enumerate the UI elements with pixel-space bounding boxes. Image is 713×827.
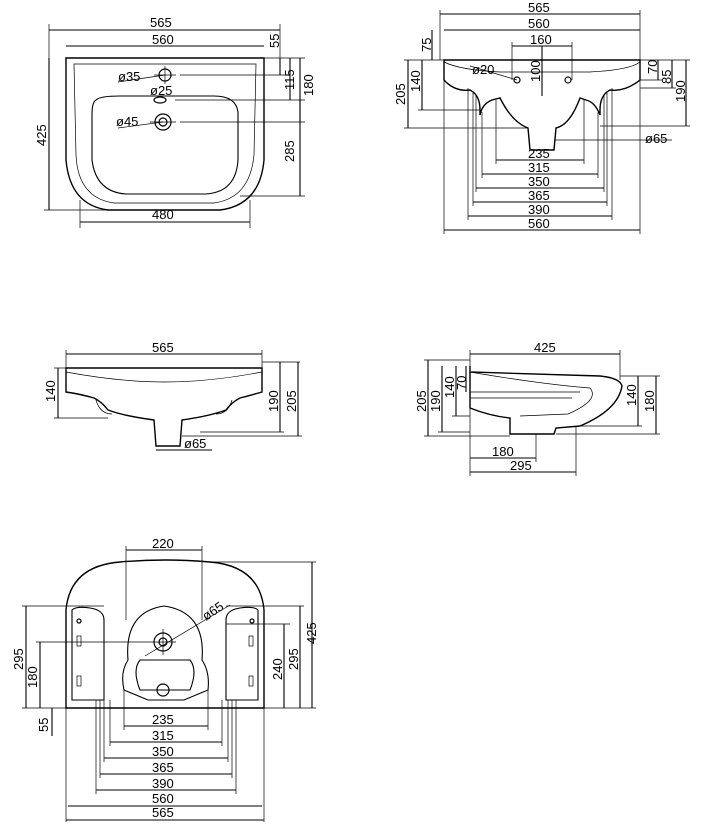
side-view: 425 205 190 140 70 140 180 180 295: [414, 340, 660, 476]
fdim-560b: 560: [528, 216, 550, 231]
sdim-190: 190: [428, 390, 443, 412]
fdim-560: 560: [528, 16, 550, 31]
dim-55: 55: [267, 34, 282, 48]
bottom-view: 220 ø65 295 180 55 240 295 425 235 315: [11, 536, 319, 822]
fdim-365: 365: [528, 188, 550, 203]
sdim-295: 295: [510, 458, 532, 473]
btm-235: 235: [152, 712, 174, 727]
bdim-205: 205: [284, 390, 299, 412]
sdim-70: 70: [454, 376, 469, 390]
dim-115: 115: [282, 69, 297, 90]
bdim-190: 190: [266, 390, 281, 412]
dim-180: 180: [301, 74, 316, 96]
bdim-565: 565: [152, 340, 174, 355]
fdim-85: 85: [659, 70, 674, 84]
top-view: 565 560 425 55 115 180 285 480 ø35 ø25 ø…: [34, 15, 316, 228]
fdim-160: 160: [530, 32, 552, 47]
bdim-dia65: ø65: [184, 436, 206, 451]
btm-295r: 295: [286, 648, 301, 670]
dim-425: 425: [34, 124, 49, 146]
dia-45: ø45: [116, 114, 138, 129]
fdim-565: 565: [528, 0, 550, 15]
btm-565: 565: [152, 805, 174, 820]
sdim-180r: 180: [642, 390, 657, 412]
btm-350: 350: [152, 744, 174, 759]
bdim-140: 140: [43, 380, 58, 402]
sdim-205: 205: [414, 390, 429, 412]
btm-dia65: ø65: [199, 599, 226, 624]
back-view: 565 140 190 205 ø65: [43, 340, 302, 451]
sdim-180: 180: [492, 444, 514, 459]
btm-390: 390: [152, 776, 174, 791]
dia-35: ø35: [118, 69, 140, 84]
btm-55: 55: [36, 718, 51, 732]
fdim-390: 390: [528, 202, 550, 217]
fdim-190: 190: [673, 80, 688, 102]
btm-295: 295: [11, 648, 26, 670]
fdim-140: 140: [408, 70, 423, 92]
dia-25: ø25: [150, 83, 172, 98]
sdim-425: 425: [534, 340, 556, 355]
btm-240: 240: [270, 658, 285, 680]
btm-560: 560: [152, 791, 174, 806]
dim-480: 480: [152, 207, 174, 222]
fdim-100: 100: [528, 60, 543, 82]
btm-425: 425: [304, 622, 319, 644]
fdim-dia65: ø65: [645, 131, 667, 146]
dim-565: 565: [150, 15, 172, 30]
front-view: 565 560 160 75 205 140 100 ø20 70 85 190: [393, 0, 690, 234]
sdim-140r: 140: [624, 384, 639, 406]
fdim-315: 315: [528, 160, 550, 175]
fdim-235: 235: [528, 146, 550, 161]
dim-560: 560: [152, 32, 174, 47]
fdim-dia20: ø20: [472, 62, 494, 77]
fdim-70: 70: [645, 60, 660, 74]
btm-365: 365: [152, 760, 174, 775]
fdim-205: 205: [393, 83, 408, 105]
fdim-350: 350: [528, 174, 550, 189]
sdim-140: 140: [442, 376, 457, 398]
fdim-75: 75: [419, 38, 434, 52]
btm-180: 180: [25, 666, 40, 688]
dim-285: 285: [282, 140, 297, 162]
btm-220: 220: [152, 536, 174, 551]
btm-315: 315: [152, 728, 174, 743]
